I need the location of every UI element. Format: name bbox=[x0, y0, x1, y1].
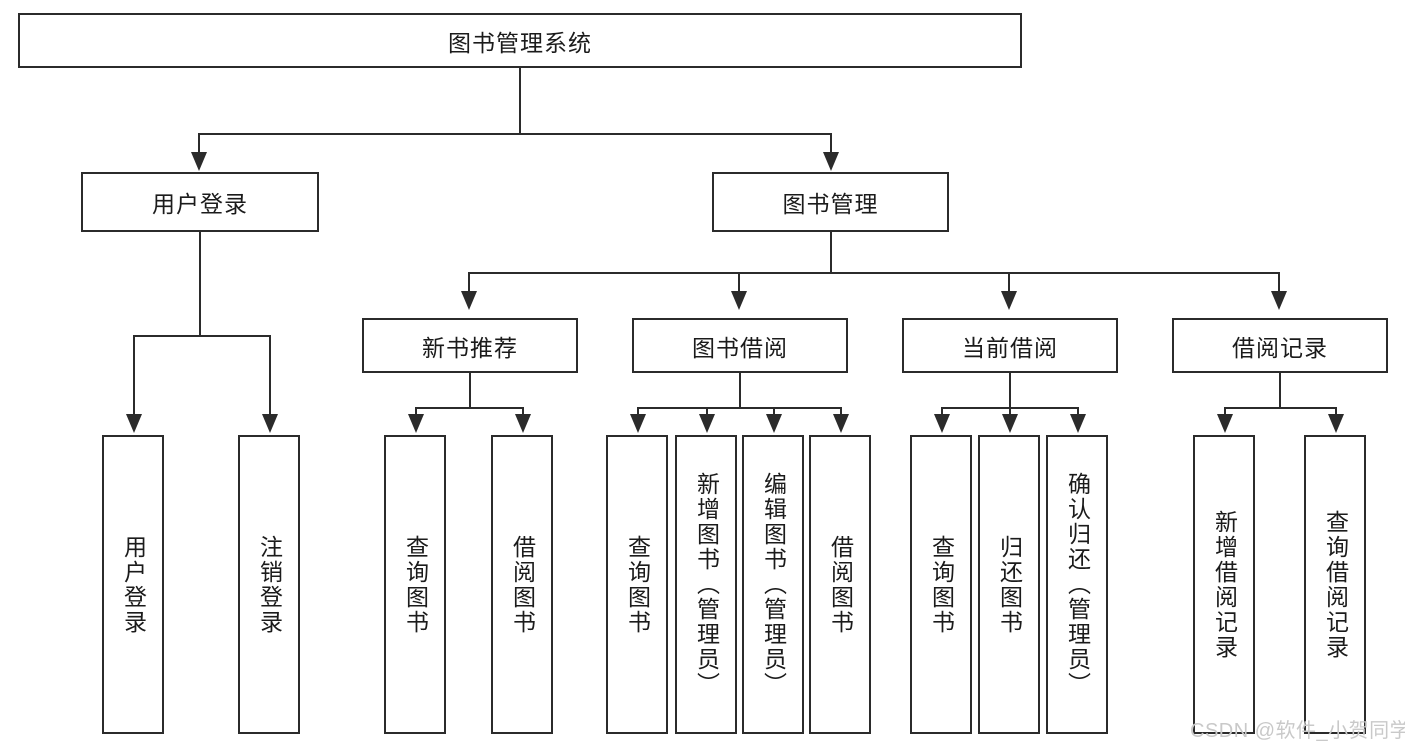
leaf-current-borrow-1: 查询图书 bbox=[910, 435, 972, 734]
node-book-borrow-label: 图书借阅 bbox=[692, 334, 788, 361]
edge-cb-drop-1 bbox=[941, 407, 943, 417]
arrowhead-current-borrow bbox=[1001, 291, 1017, 310]
arrowhead-leaf-user-login-1 bbox=[126, 414, 142, 433]
edge-new-book-drop-1 bbox=[415, 407, 417, 417]
node-borrow-record: 借阅记录 bbox=[1172, 318, 1388, 373]
edge-bb-drop-3 bbox=[773, 407, 775, 417]
node-book-borrow: 图书借阅 bbox=[632, 318, 848, 373]
edge-br-drop-1 bbox=[1224, 407, 1226, 417]
arrowhead-leaf-user-login-2 bbox=[262, 414, 278, 433]
leaf-book-borrow-2: 新增图书（管理员） bbox=[675, 435, 737, 734]
node-borrow-record-label: 借阅记录 bbox=[1232, 334, 1328, 361]
arrowhead-new-book bbox=[461, 291, 477, 310]
edge-root-stem bbox=[519, 68, 521, 134]
node-user-login: 用户登录 bbox=[81, 172, 319, 232]
arrowhead-bb-leaf-1 bbox=[630, 414, 646, 433]
edge-book-mgmt-drop-1 bbox=[468, 272, 470, 294]
edge-root-bar bbox=[198, 133, 832, 135]
leaf-borrow-record-1-label: 新增借阅记录 bbox=[1211, 509, 1238, 660]
leaf-book-borrow-3: 编辑图书（管理员） bbox=[742, 435, 804, 734]
leaf-book-borrow-4-label: 借阅图书 bbox=[827, 534, 854, 635]
edge-book-mgmt-stem bbox=[830, 232, 832, 274]
arrowhead-cb-leaf-2 bbox=[1002, 414, 1018, 433]
leaf-book-borrow-3-label: 编辑图书（管理员） bbox=[760, 472, 787, 697]
edge-cb-drop-2 bbox=[1009, 407, 1011, 417]
leaf-new-book-2: 借阅图书 bbox=[491, 435, 553, 734]
edge-new-book-stem bbox=[469, 373, 471, 409]
edge-br-drop-2 bbox=[1335, 407, 1337, 417]
arrowhead-bb-leaf-2 bbox=[699, 414, 715, 433]
edge-book-mgmt-drop-4 bbox=[1278, 272, 1280, 294]
arrowhead-bb-leaf-4 bbox=[833, 414, 849, 433]
leaf-book-borrow-2-label: 新增图书（管理员） bbox=[693, 472, 720, 697]
leaf-borrow-record-2-label: 查询借阅记录 bbox=[1322, 509, 1349, 660]
arrowhead-book-mgmt bbox=[823, 152, 839, 171]
arrowhead-borrow-record bbox=[1271, 291, 1287, 310]
leaf-current-borrow-3: 确认归还（管理员） bbox=[1046, 435, 1108, 734]
arrowhead-cb-leaf-1 bbox=[934, 414, 950, 433]
leaf-user-login-2: 注销登录 bbox=[238, 435, 300, 734]
node-root: 图书管理系统 bbox=[18, 13, 1022, 68]
node-root-label: 图书管理系统 bbox=[448, 29, 592, 56]
arrowhead-user-login bbox=[191, 152, 207, 171]
edge-new-book-drop-2 bbox=[522, 407, 524, 417]
leaf-new-book-1: 查询图书 bbox=[384, 435, 446, 734]
node-current-borrow: 当前借阅 bbox=[902, 318, 1118, 373]
leaf-borrow-record-2: 查询借阅记录 bbox=[1304, 435, 1366, 734]
edge-user-login-drop-1 bbox=[133, 335, 135, 417]
edge-book-mgmt-drop-3 bbox=[1008, 272, 1010, 294]
edge-current-borrow-stem bbox=[1009, 373, 1011, 409]
arrowhead-bb-leaf-3 bbox=[766, 414, 782, 433]
leaf-new-book-1-label: 查询图书 bbox=[402, 534, 429, 635]
node-book-management-label: 图书管理 bbox=[782, 191, 879, 217]
edge-new-book-bar bbox=[415, 407, 524, 409]
edge-root-to-user-login bbox=[198, 133, 200, 155]
node-book-management: 图书管理 bbox=[712, 172, 949, 232]
arrowhead-br-leaf-2 bbox=[1328, 414, 1344, 433]
edge-bb-drop-2 bbox=[706, 407, 708, 417]
leaf-current-borrow-1-label: 查询图书 bbox=[928, 534, 955, 635]
edge-borrow-record-bar bbox=[1224, 407, 1335, 409]
leaf-current-borrow-2-label: 归还图书 bbox=[996, 534, 1023, 635]
leaf-borrow-record-1: 新增借阅记录 bbox=[1193, 435, 1255, 734]
edge-root-to-book-mgmt bbox=[830, 133, 832, 155]
edge-book-borrow-stem bbox=[739, 373, 741, 409]
arrowhead-nb-leaf-2 bbox=[515, 414, 531, 433]
node-new-book-recommend: 新书推荐 bbox=[362, 318, 578, 373]
node-user-login-label: 用户登录 bbox=[152, 191, 248, 217]
edge-book-mgmt-bar bbox=[468, 272, 1279, 274]
edge-book-borrow-bar bbox=[637, 407, 842, 409]
edge-borrow-record-stem bbox=[1279, 373, 1281, 409]
arrowhead-nb-leaf-1 bbox=[408, 414, 424, 433]
edge-user-login-stem bbox=[199, 232, 201, 336]
leaf-book-borrow-1-label: 查询图书 bbox=[624, 534, 651, 635]
edge-cb-drop-3 bbox=[1077, 407, 1079, 417]
node-current-borrow-label: 当前借阅 bbox=[962, 334, 1058, 361]
leaf-user-login-2-label: 注销登录 bbox=[256, 534, 283, 635]
leaf-book-borrow-1: 查询图书 bbox=[606, 435, 668, 734]
edge-user-login-drop-2 bbox=[269, 335, 271, 417]
arrowhead-br-leaf-1 bbox=[1217, 414, 1233, 433]
leaf-current-borrow-2: 归还图书 bbox=[978, 435, 1040, 734]
edge-bb-drop-4 bbox=[840, 407, 842, 417]
edge-book-mgmt-drop-2 bbox=[738, 272, 740, 294]
csdn-watermark: CSDN @软件_小贺同学 bbox=[1190, 720, 1405, 742]
leaf-user-login-1: 用户登录 bbox=[102, 435, 164, 734]
arrowhead-cb-leaf-3 bbox=[1070, 414, 1086, 433]
leaf-book-borrow-4: 借阅图书 bbox=[809, 435, 871, 734]
leaf-current-borrow-3-label: 确认归还（管理员） bbox=[1064, 472, 1091, 697]
leaf-new-book-2-label: 借阅图书 bbox=[509, 534, 536, 635]
leaf-user-login-1-label: 用户登录 bbox=[120, 534, 147, 635]
edge-bb-drop-1 bbox=[637, 407, 639, 417]
node-new-book-recommend-label: 新书推荐 bbox=[422, 334, 518, 361]
edge-user-login-bar bbox=[133, 335, 271, 337]
arrowhead-book-borrow bbox=[731, 291, 747, 310]
